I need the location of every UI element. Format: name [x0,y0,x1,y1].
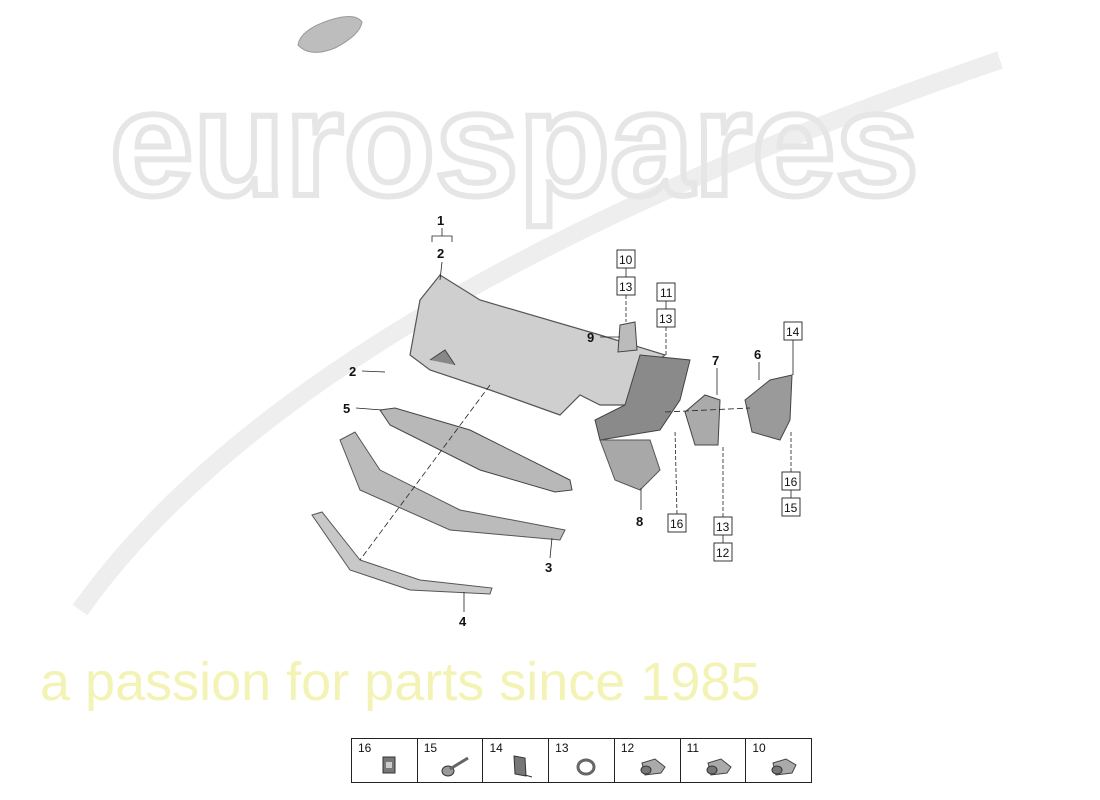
callout-6: 6 [754,347,761,362]
ref-box-13: 13 [716,520,730,534]
ref-box-12: 12 [716,546,730,560]
clip-bracket-icon [513,755,533,778]
legend-number: 15 [423,741,438,755]
ref-box-15: 15 [784,501,798,515]
legend-item-11: 11 [681,739,747,782]
ring-seal-icon [576,758,596,776]
parking-sensor-icon [640,758,666,776]
legend-item-12: 12 [615,739,681,782]
legend-item-14: 14 [483,739,550,782]
callout-8: 8 [636,514,643,529]
callout-1: 1 [437,213,444,228]
ref-box-11: 11 [660,286,673,300]
callout-9: 9 [587,330,594,345]
trim-strip [311,511,493,595]
watermark-brand: eurospares [110,59,919,227]
side-panel [594,354,691,491]
callout-5: 5 [343,401,350,416]
legend-item-13: 13 [549,739,615,782]
ref-box-14: 14 [786,325,800,339]
callout-2: 2 [437,246,444,261]
legend-number: 13 [555,741,569,755]
ref-box-16: 16 [670,517,684,531]
legend-number: 14 [489,741,503,755]
legend-number: 16 [358,741,372,755]
clip-nut-icon [382,756,396,774]
ref-box-16: 16 [784,475,798,489]
callout-2: 2 [349,364,356,379]
ref-box-13: 13 [659,312,673,326]
callout-4: 4 [459,614,467,629]
legend-number: 11 [686,741,700,755]
bracket-7 [684,394,721,446]
bracket-6 [744,374,793,441]
callout-7: 7 [712,353,719,368]
legend-item-10: 10 [746,739,811,782]
legend-number: 12 [620,741,635,755]
bracket-9 [617,321,638,353]
small-parts-legend: 16 15 14 13 12 11 10 [351,738,812,783]
leader-lines [355,228,794,612]
ref-box-13: 13 [619,280,633,294]
parking-sensor-icon [706,758,732,776]
spoiler-lip [339,431,566,541]
car-thumbnail-icon [297,16,363,53]
grille-frame [379,407,573,493]
watermark: eurospares a passion for parts since 198… [40,51,1003,712]
watermark-tagline: a passion for parts since 1985 [40,652,760,712]
legend-number: 10 [752,741,766,755]
legend-item-16: 16 [352,739,418,782]
ref-box-10: 10 [619,253,633,267]
callout-3: 3 [545,560,552,575]
parking-sensor-icon [771,758,797,776]
legend-item-15: 15 [418,739,484,782]
screw-icon [441,756,469,777]
